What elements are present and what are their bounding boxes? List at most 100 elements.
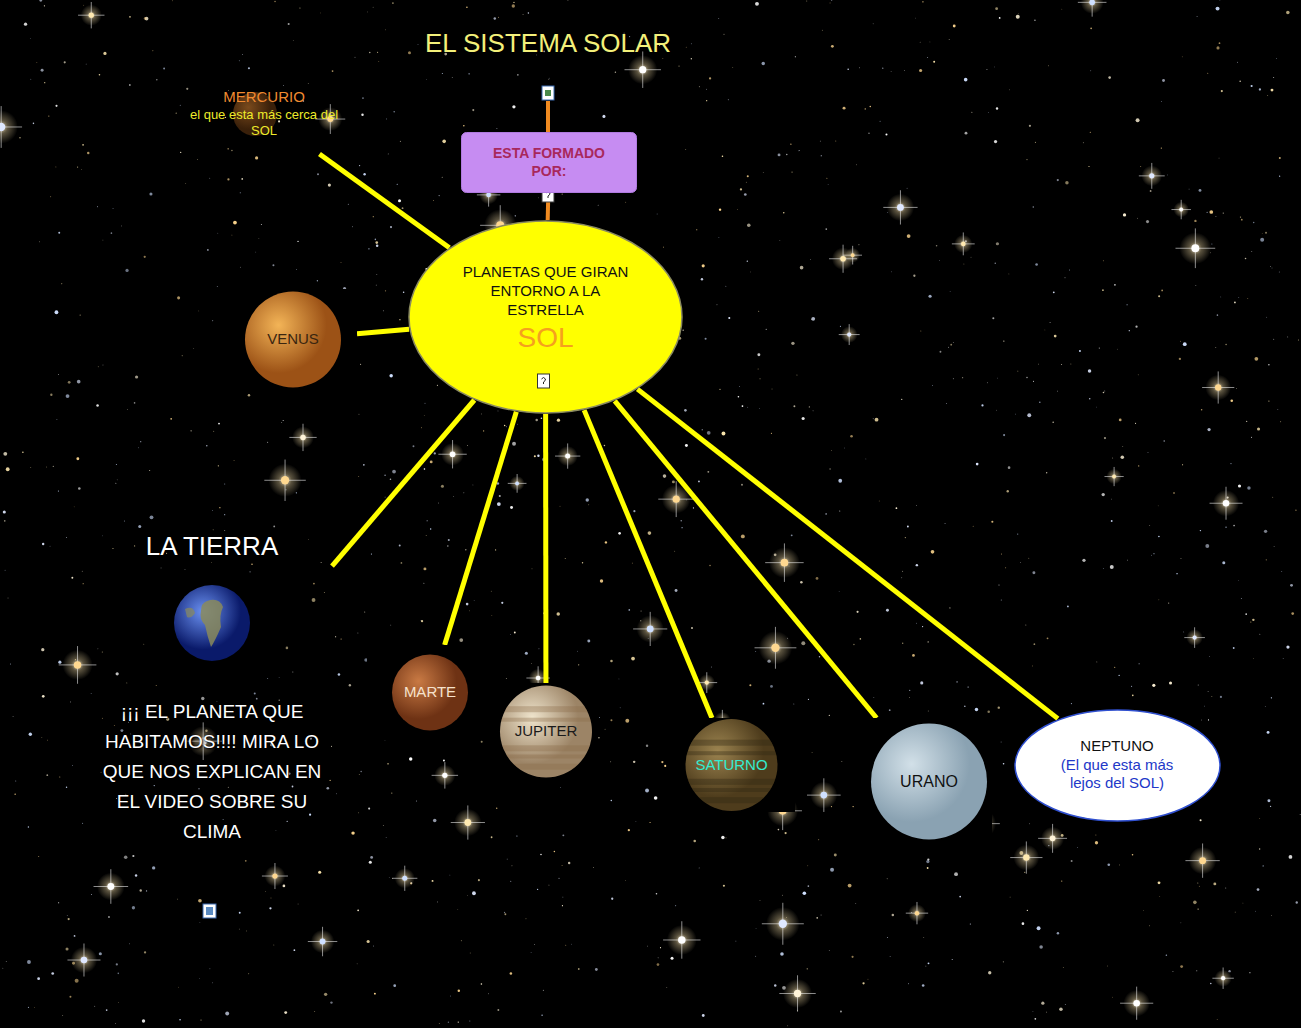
star <box>44 82 45 83</box>
star <box>800 266 804 270</box>
star <box>684 409 687 412</box>
star <box>1221 90 1223 92</box>
node-content: ESTA FORMADO POR: <box>461 132 637 193</box>
star <box>531 568 533 570</box>
star <box>820 914 822 916</box>
star <box>224 483 226 485</box>
star <box>940 351 942 353</box>
star <box>1032 571 1035 574</box>
star <box>1123 213 1126 216</box>
star <box>1102 260 1104 262</box>
star <box>907 234 911 238</box>
star <box>611 800 612 801</box>
star <box>554 851 555 852</box>
star <box>1127 559 1129 561</box>
star <box>356 963 358 965</box>
star <box>948 346 950 348</box>
star <box>721 836 724 839</box>
star <box>618 678 620 680</box>
star <box>399 544 401 546</box>
star <box>246 930 248 932</box>
star <box>963 263 965 265</box>
star <box>633 510 635 512</box>
star <box>562 905 563 906</box>
star <box>233 221 237 225</box>
star <box>1110 565 1114 569</box>
star <box>58 490 59 491</box>
star <box>248 394 251 397</box>
star <box>272 264 274 266</box>
star <box>36 62 38 64</box>
star <box>657 963 660 966</box>
star <box>568 862 570 864</box>
star <box>1054 335 1057 338</box>
star <box>950 344 952 346</box>
star <box>102 535 104 537</box>
star <box>747 406 749 408</box>
star <box>868 132 870 134</box>
star <box>430 528 431 529</box>
star <box>1062 966 1064 968</box>
star <box>786 154 787 155</box>
star <box>324 993 327 996</box>
star <box>807 968 808 969</box>
star <box>1299 814 1301 816</box>
star <box>393 111 395 113</box>
star <box>801 641 805 645</box>
star <box>1179 340 1181 342</box>
star <box>839 511 840 512</box>
star <box>449 874 451 876</box>
star <box>758 311 759 312</box>
star <box>371 553 372 554</box>
star-core <box>897 204 904 211</box>
star <box>1286 11 1290 15</box>
star <box>384 496 386 498</box>
star <box>666 986 668 988</box>
star <box>1114 284 1116 286</box>
star <box>936 245 938 247</box>
star-spikes <box>883 190 917 224</box>
star <box>283 885 286 888</box>
star <box>50 196 52 198</box>
star <box>510 972 513 975</box>
icon-frame <box>203 904 216 918</box>
star <box>1067 606 1069 608</box>
picture-ground <box>149 575 276 671</box>
star <box>952 342 954 344</box>
neptune-ellipse: NEPTUNO(El que esta más lejos del SOL) <box>1014 709 1221 822</box>
star <box>179 104 181 106</box>
star <box>956 681 957 682</box>
star <box>595 968 598 971</box>
star <box>217 232 219 234</box>
star-spikes <box>438 440 466 468</box>
star-spikes <box>508 474 527 493</box>
star <box>425 79 427 81</box>
star <box>1172 970 1174 972</box>
star <box>103 52 106 55</box>
star <box>1254 357 1258 361</box>
star <box>491 836 493 838</box>
star <box>193 348 195 350</box>
star <box>74 935 76 937</box>
star-core <box>961 242 966 247</box>
star <box>896 507 898 509</box>
star <box>1061 881 1062 882</box>
star-spikes <box>59 646 97 684</box>
star <box>314 1011 316 1013</box>
star <box>170 418 172 420</box>
planet-disc <box>245 292 341 388</box>
star <box>66 537 68 539</box>
star <box>1267 94 1269 96</box>
star <box>1281 571 1283 573</box>
star <box>68 918 70 920</box>
star <box>1033 206 1034 207</box>
star <box>212 529 214 531</box>
star <box>1219 42 1221 44</box>
connector-line <box>584 410 712 718</box>
star <box>320 12 322 14</box>
star <box>468 610 470 612</box>
star <box>458 1021 459 1022</box>
star <box>1146 220 1149 223</box>
star <box>1268 364 1269 365</box>
